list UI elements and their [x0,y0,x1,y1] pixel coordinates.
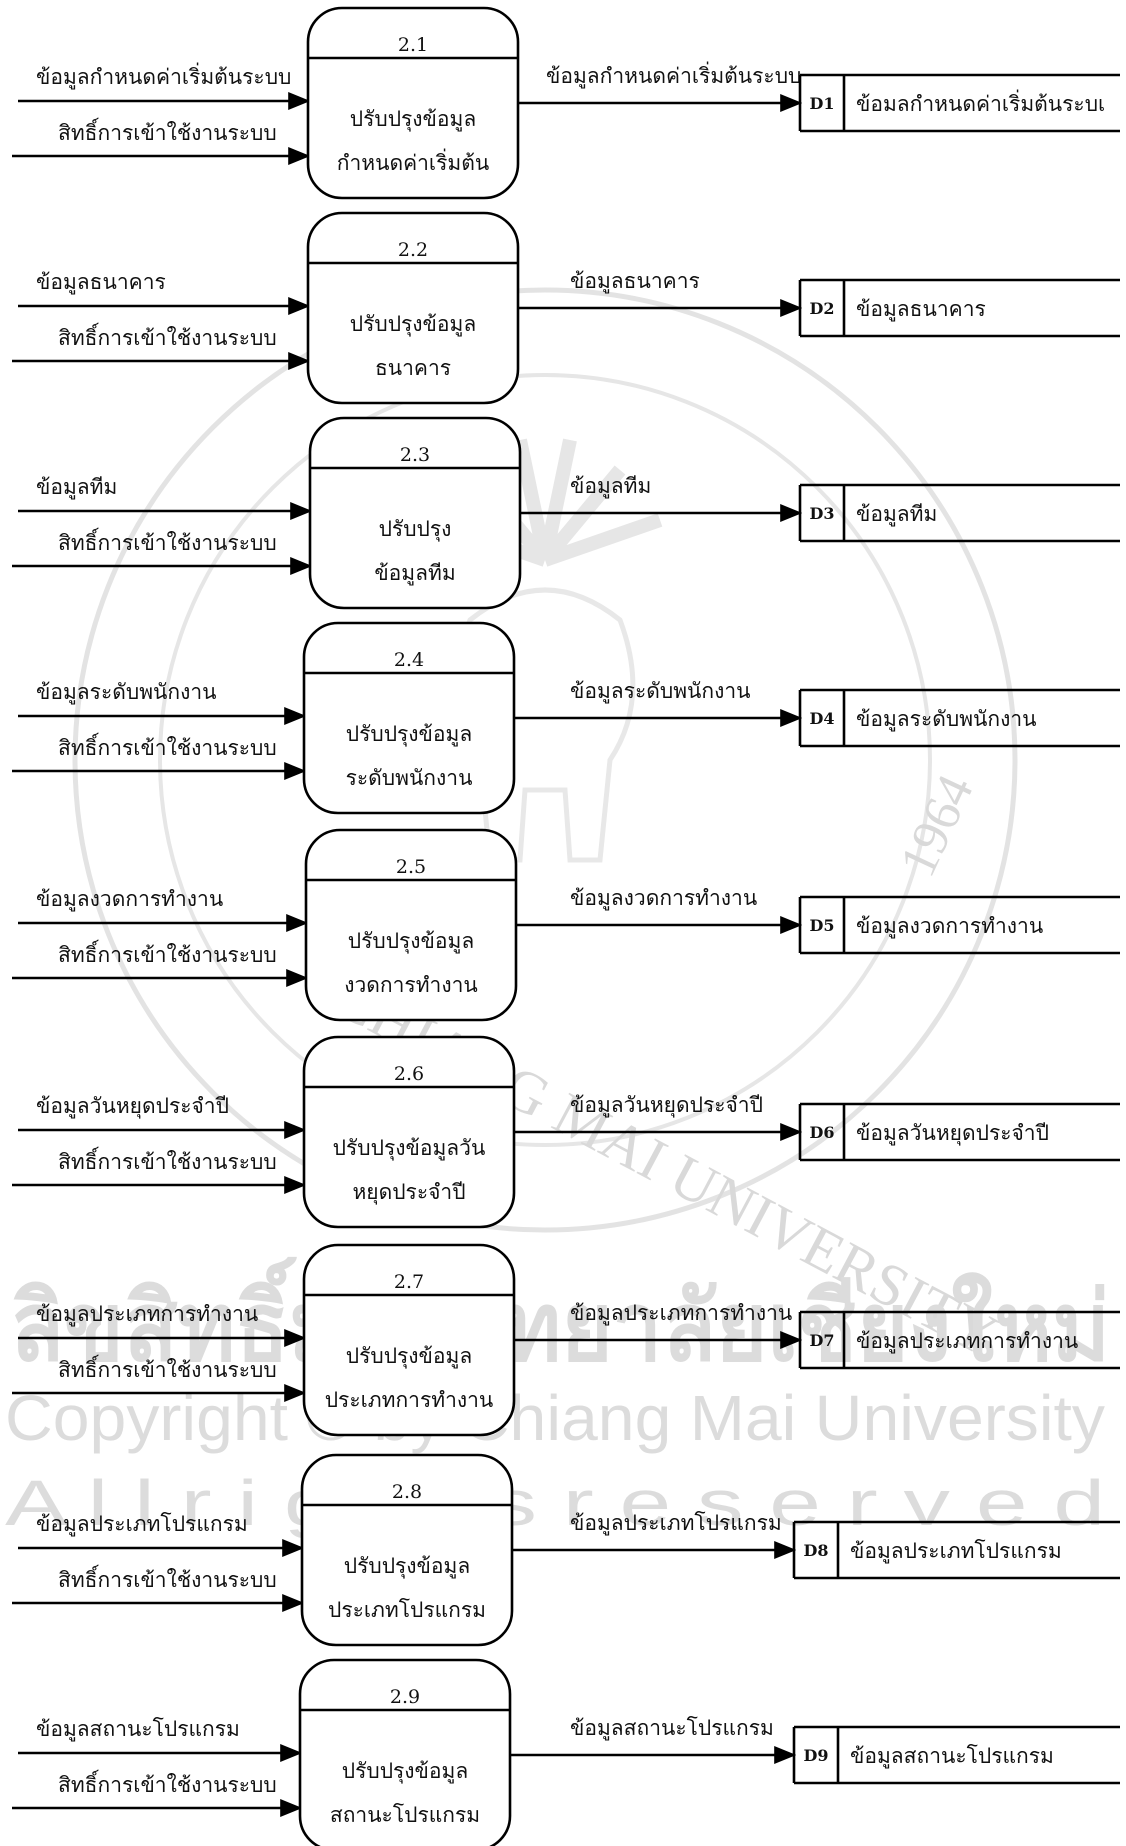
input-flow-label: ข้อมูลงวดการทำงาน [36,887,223,912]
store-id: D9 [803,1746,828,1765]
process-name-line2: ประเภทการทำงาน [325,1388,494,1412]
access-flow-label: สิทธิ์การเข้าใช้งานระบบ [58,1564,277,1592]
process-row-2.5: ข้อมูลงวดการทำงานสิทธิ์การเข้าใช้งานระบบ… [12,828,1120,1022]
process-row-2.6: ข้อมูลวันหยุดประจำปีสิทธิ์การเข้าใช้งานร… [12,1035,1120,1229]
access-flow-label: สิทธิ์การเข้าใช้งานระบบ [58,939,277,967]
output-flow-label: ข้อมูลประเภทโปรแกรม [570,1511,782,1536]
watermark-thai: ลิขสิทธิ์มหาวิทยาลัยเชียงใหม่ [10,1256,1110,1381]
input-flow-label: ข้อมูลทีม [36,475,117,500]
data-store-D2[interactable]: D2 ข้อมูลธนาคาร [798,278,1120,338]
store-id: D8 [803,1541,828,1560]
store-name: ข้อมูลวันหยุดประจำปี [856,1121,1049,1146]
process-number: 2.2 [398,239,428,261]
store-name: ข้อมูลประเภทโปรแกรม [850,1539,1062,1564]
store-id: D1 [809,94,834,113]
output-flow-label: ข้อมูลประเภทการทำงาน [570,1301,792,1326]
process-row-2.7: ข้อมูลประเภทการทำงานสิทธิ์การเข้าใช้งานร… [12,1243,1120,1437]
process-name-line1: ปรับปรุงข้อมูล [348,929,474,954]
process-name-line2: งวดการทำงาน [344,973,478,997]
process-name-line1: ปรับปรุงข้อมูล [344,1554,470,1579]
store-name: ข้อมูลทีม [856,502,937,527]
store-id: D4 [809,709,834,728]
data-store-D6[interactable]: D6 ข้อมูลวันหยุดประจำปี [798,1102,1120,1162]
process-name-line2: สถานะโปรแกรม [330,1803,480,1827]
process-name-line2: ระดับพนักงาน [346,766,473,790]
store-id: D6 [809,1123,834,1142]
store-name: ข้อมูลธนาคาร [856,297,986,322]
output-flow-label: ข้อมูลวันหยุดประจำปี [570,1093,763,1118]
output-flow-label: ข้อมูลธนาคาร [570,269,700,294]
store-id: D3 [809,504,834,523]
access-flow-label: สิทธิ์การเข้าใช้งานระบบ [58,732,277,760]
data-store-D1[interactable]: D1 ข้อมลกำหนดค่าเริ่มต้นระบเ [798,73,1120,133]
input-flow-label: ข้อมูลกำหนดค่าเริ่มต้นระบบ [36,62,291,90]
store-id: D5 [809,916,834,935]
seal-year: 1964 [889,767,985,885]
input-flow-label: ข้อมูลประเภทการทำงาน [36,1302,258,1327]
data-store-D4[interactable]: D4 ข้อมูลระดับพนักงาน [798,688,1120,748]
process-row-2.4: ข้อมูลระดับพนักงานสิทธิ์การเข้าใช้งานระบ… [12,621,1120,815]
output-flow-label: ข้อมูลทีม [570,474,651,499]
process-name-line1: ปรับปรุงข้อมูล [350,107,476,132]
process-name-line1: ปรับปรุงข้อมูลวัน [333,1136,486,1161]
process-name-line2: ธนาคาร [375,356,451,380]
store-id: D2 [809,299,834,318]
store-name: ข้อมูลสถานะโปรแกรม [850,1744,1054,1769]
access-flow-label: สิทธิ์การเข้าใช้งานระบบ [58,1354,277,1382]
process-number: 2.6 [394,1063,424,1085]
process-name-line1: ปรับปรุงข้อมูล [350,312,476,337]
process-number: 2.1 [398,34,428,56]
watermark-rights: A l l r i g h t s r e s e r v e d [5,1467,1105,1539]
access-flow-label: สิทธิ์การเข้าใช้งานระบบ [58,1769,277,1797]
seal-outer-ring [72,287,1018,1233]
process-name-line2: หยุดประจำปี [352,1180,465,1205]
process-number: 2.3 [400,444,430,466]
input-flow-label: ข้อมูลระดับพนักงาน [36,680,217,705]
access-flow-label: สิทธิ์การเข้าใช้งานระบบ [58,1146,277,1174]
process-name-line1: ปรับปรุงข้อมูล [346,1344,472,1369]
output-flow-label: ข้อมูลงวดการทำงาน [570,886,757,911]
output-flow-label: ข้อมูลกำหนดค่าเริ่มต้นระบบ [546,61,801,89]
access-flow-label: สิทธิ์การเข้าใช้งานระบบ [58,117,277,145]
output-flow-label: ข้อมูลสถานะโปรแกรม [570,1716,774,1741]
input-flow-label: ข้อมูลธนาคาร [36,270,166,295]
data-store-D5[interactable]: D5 ข้อมูลงวดการทำงาน [798,895,1120,955]
store-name: ข้อมูลงวดการทำงาน [856,914,1043,939]
process-number: 2.4 [394,649,424,671]
process-name-line1: ปรับปรุง [379,517,452,542]
input-flow-label: ข้อมูลวันหยุดประจำปี [36,1094,229,1119]
store-name: ข้อมูลประเภทการทำงาน [856,1329,1078,1354]
input-flow-label: ข้อมูลประเภทโปรแกรม [36,1512,248,1537]
process-name-line2: ข้อมูลทีม [374,561,455,586]
input-flow-label: ข้อมูลสถานะโปรแกรม [36,1717,240,1742]
process-name-line2: ประเภทโปรแกรม [328,1598,486,1622]
process-row-2.9: ข้อมูลสถานะโปรแกรมสิทธิ์การเข้าใช้งานระบ… [12,1658,1120,1846]
process-name-line1: ปรับปรุงข้อมูล [342,1759,468,1784]
process-number: 2.8 [392,1481,422,1503]
store-name: ข้อมลกำหนดค่าเริ่มต้นระบเ [856,89,1105,116]
process-number: 2.7 [394,1271,424,1293]
access-flow-label: สิทธิ์การเข้าใช้งานระบบ [58,527,277,555]
process-row-2.8: ข้อมูลประเภทโปรแกรมสิทธิ์การเข้าใช้งานระ… [12,1453,1120,1647]
data-store-D9[interactable]: D9 ข้อมูลสถานะโปรแกรม [792,1725,1120,1785]
process-name-line1: ปรับปรุงข้อมูล [346,722,472,747]
process-number: 2.9 [390,1686,420,1708]
access-flow-label: สิทธิ์การเข้าใช้งานระบบ [58,322,277,350]
process-name-line2: กำหนดค่าเริ่มต้น [337,148,489,175]
store-id: D7 [809,1331,834,1350]
process-number: 2.5 [396,856,426,878]
data-store-D7[interactable]: D7 ข้อมูลประเภทการทำงาน [798,1310,1120,1370]
data-store-D3[interactable]: D3 ข้อมูลทีม [798,483,1120,543]
process-row-2.1: ข้อมูลกำหนดค่าเริ่มต้นระบบสิทธิ์การเข้าใ… [12,6,1120,200]
process-row-2.3: ข้อมูลทีมสิทธิ์การเข้าใช้งานระบบ2.3ปรับป… [12,416,1120,610]
output-flow-label: ข้อมูลระดับพนักงาน [570,679,751,704]
seal-inner-ring [158,373,932,1147]
data-store-D8[interactable]: D8 ข้อมูลประเภทโปรแกรม [792,1520,1120,1580]
store-name: ข้อมูลระดับพนักงาน [856,707,1037,732]
